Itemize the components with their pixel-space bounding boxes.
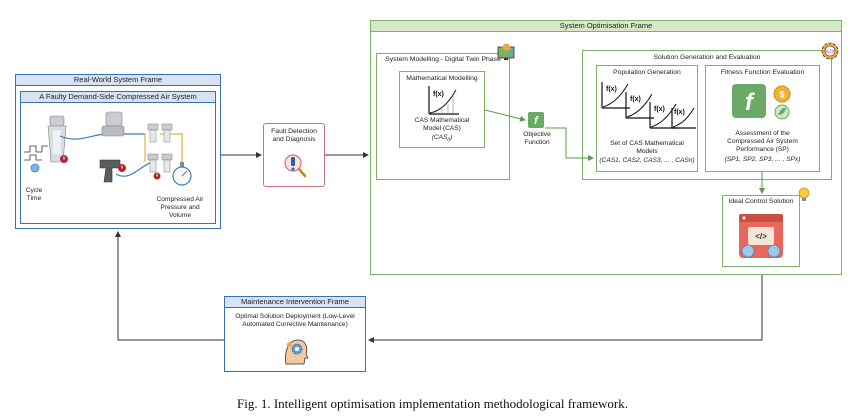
fault-diagnosis-icon <box>284 154 307 178</box>
cas-model-label: CAS Mathematical Model (CAS) <box>414 117 470 132</box>
air-tool-icon <box>99 159 126 183</box>
objective-f-glyph: f <box>534 115 539 127</box>
arrow-optimisation-to-maintenance <box>368 275 763 343</box>
faulty-system-title: A Faulty Demand-Side Compressed Air Syst… <box>20 91 216 103</box>
fx-label-3: f(x) <box>654 106 665 113</box>
fitness-set: (SP1, SP2, SP3, ... , SPx) <box>724 156 801 163</box>
svg-text:</>: </> <box>755 232 767 241</box>
system-optimisation-title: System Optimisation Frame <box>370 20 842 32</box>
solution-generation-box <box>582 50 832 180</box>
ideal-control-label: Ideal Control Solution <box>728 198 794 205</box>
lightbulb-icon <box>798 187 810 201</box>
objective-function-icon: f <box>528 112 544 128</box>
code-gear-icon: </> <box>821 42 839 60</box>
arrow-maintenance-to-realworld <box>115 231 224 341</box>
fitness-label: Assessment of the Compressed Air System … <box>727 130 798 153</box>
population-generation-title: Population Generation <box>613 69 681 76</box>
figure-caption: Fig. 1. Intelligent optimisation impleme… <box>236 396 628 411</box>
mathematical-modelling-title: Mathematical Modelling <box>406 75 478 82</box>
fitness-evaluation-title: Fitness Function Evaluation <box>720 69 805 76</box>
compressed-air-system-illustration <box>24 111 192 186</box>
population-label: Set of CAS Mathematical Models <box>610 140 684 155</box>
cas-model-sub-close: ) <box>450 134 453 141</box>
maintenance-body: Optimal Solution Deployment (Low-Level A… <box>235 313 355 328</box>
automated-maintenance-head-icon <box>285 339 309 365</box>
digital-twin-monitor-icon <box>497 44 515 60</box>
fitness-function-icon: f $ <box>732 84 791 120</box>
fx-label-1: f(x) <box>606 86 617 93</box>
fitness-f-glyph: f <box>745 89 755 116</box>
cas-model-sub: (CAS0) <box>399 134 485 144</box>
cas-model-sub-open: (CAS <box>431 134 448 141</box>
pressure-volume-label: Compressed Air Pressure and Volume <box>156 196 204 219</box>
pneumatic-valve-icon <box>101 111 125 137</box>
objective-function-label: Objective Function <box>523 131 551 146</box>
maintenance-frame-title: Maintenance Intervention Frame <box>224 296 366 308</box>
fitness-evaluation-box <box>705 65 820 172</box>
code-settings-icon: </> <box>739 214 783 258</box>
cas-model-sub-index: 0 <box>447 137 451 144</box>
fx-label: f(x) <box>433 91 444 98</box>
cycle-time-label: Cycle Time <box>25 187 43 202</box>
population-fx-graphs-icon: f(x) f(x) f(x) f(x) <box>601 82 696 129</box>
fx-label-2: f(x) <box>630 96 641 103</box>
fx-graph-icon: f(x) <box>428 86 459 115</box>
filter-regulator-top-icon <box>147 123 173 143</box>
solution-generation-title: Solution Generation and Evaluation <box>653 54 761 61</box>
pressure-gauge-icon <box>172 162 192 186</box>
air-compressor-icon <box>47 115 68 163</box>
arrow-model-to-objective <box>484 109 526 122</box>
system-modelling-title: System Modelling - Digital Twin Phase <box>385 56 501 63</box>
fault-detection-label: Fault Detection and Diagnosis <box>271 128 317 143</box>
population-set: (CAS1, CAS2, CAS3, ... , CASn) <box>599 157 695 164</box>
population-generation-box <box>596 65 698 172</box>
cycle-time-waveform-icon <box>24 145 48 173</box>
fx-label-4: f(x) <box>674 109 685 116</box>
real-world-frame-title: Real-World System Frame <box>15 74 221 86</box>
arrow-objective-to-population <box>545 127 594 161</box>
svg-text:</>: </> <box>826 50 835 56</box>
svg-text:$: $ <box>779 90 784 100</box>
filter-regulator-bottom-icon <box>147 153 173 180</box>
mathematical-modelling-box <box>399 71 485 148</box>
